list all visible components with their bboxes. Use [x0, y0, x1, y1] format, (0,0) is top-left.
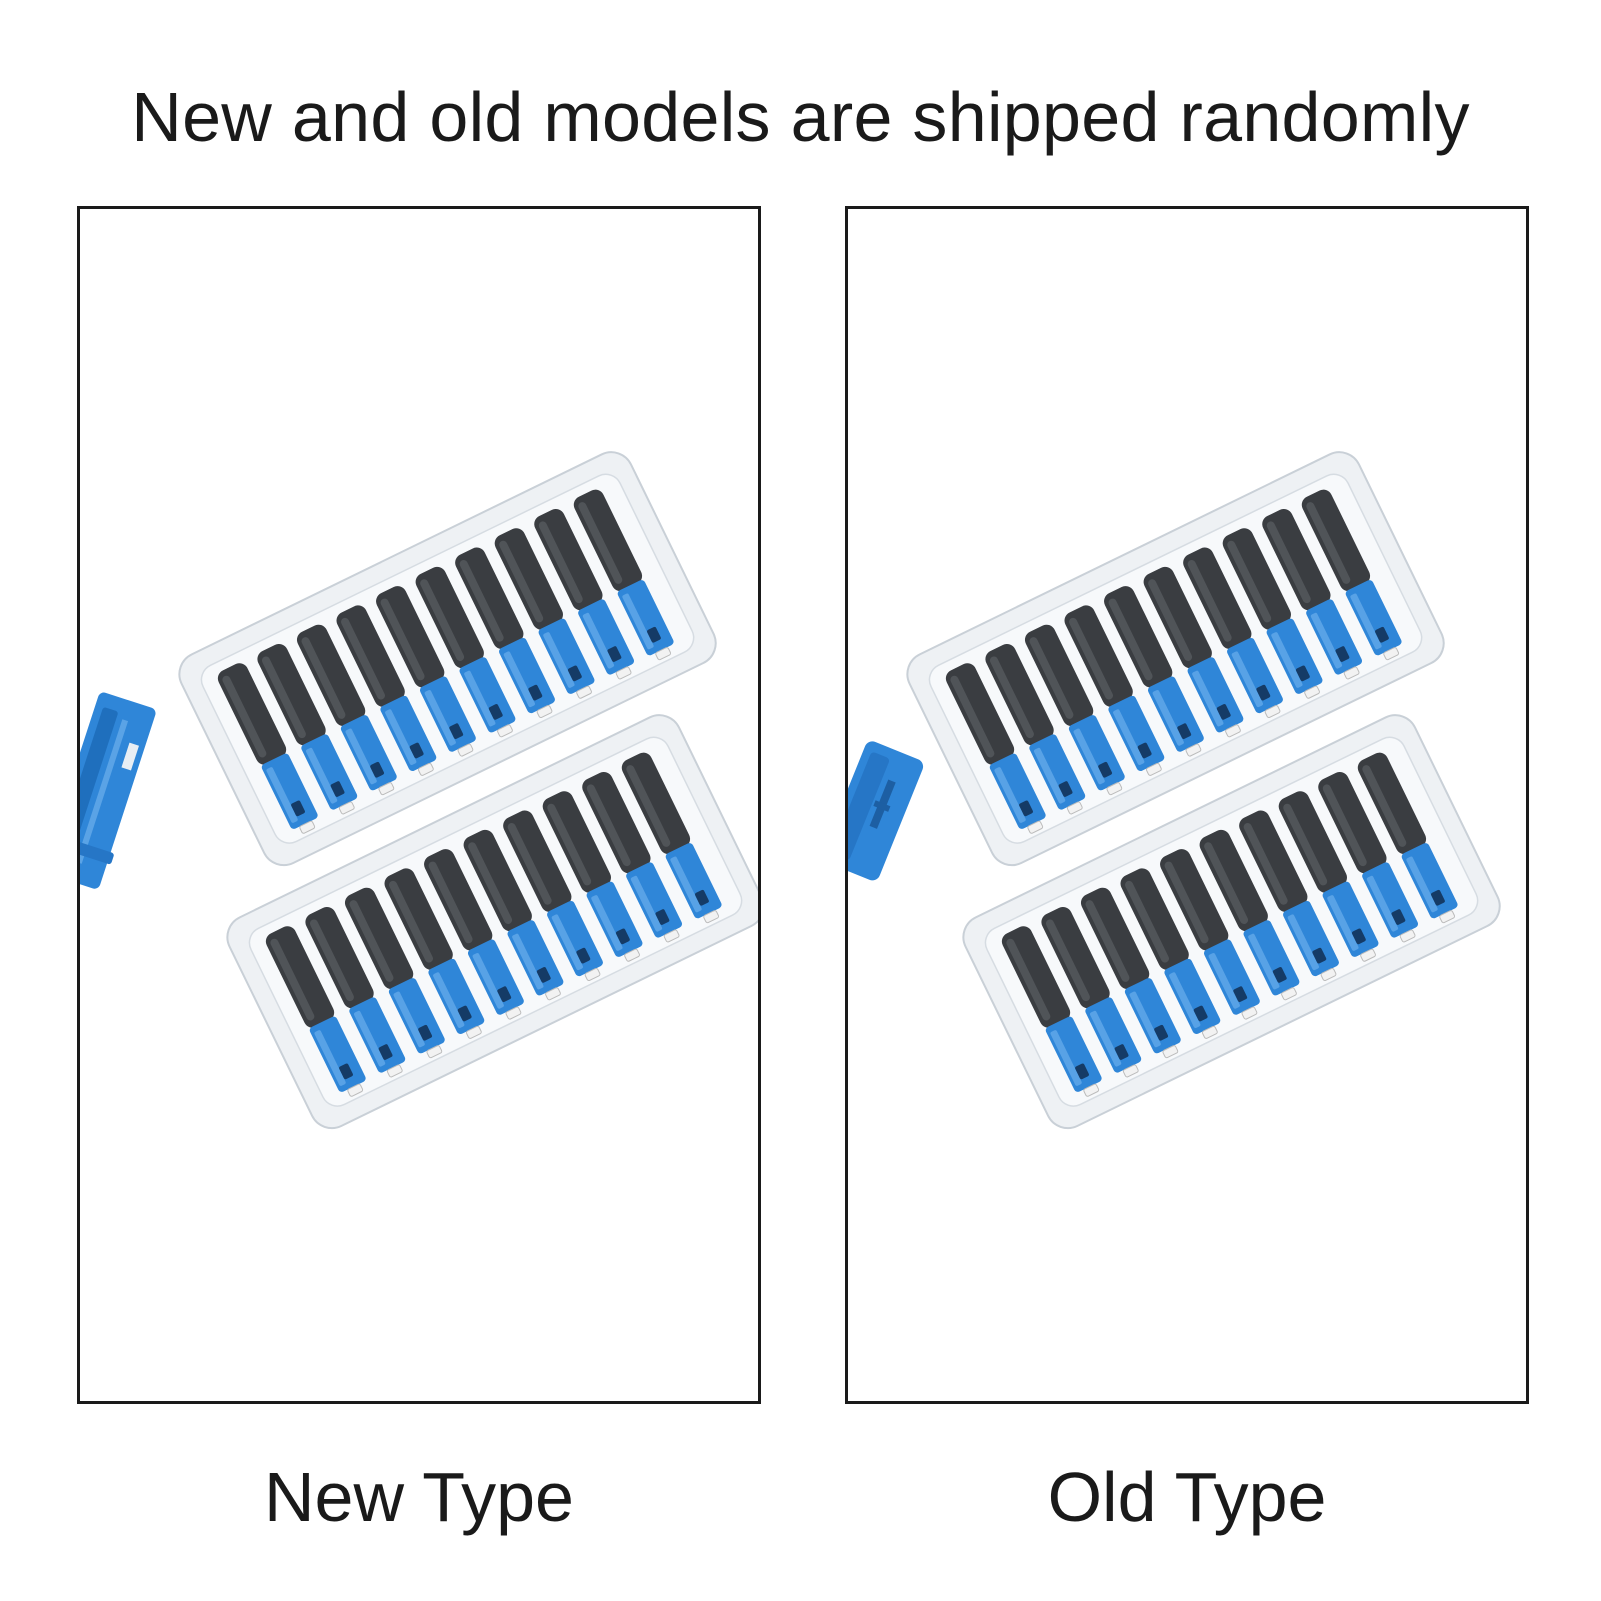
- connector: [415, 566, 516, 738]
- new-type-upper-tray: [178, 451, 717, 867]
- old-type-upper-tray: [906, 451, 1445, 867]
- connector: [376, 586, 476, 757]
- connector: [305, 906, 406, 1078]
- connector: [542, 791, 643, 962]
- new-type-panel: [77, 206, 761, 1404]
- connector: [1001, 926, 1102, 1097]
- connector: [296, 624, 397, 796]
- new-type-lower-tray: [226, 714, 758, 1130]
- headline: New and old models are shipped randomly: [131, 78, 1470, 156]
- connector: [985, 643, 1086, 815]
- connector: [1262, 508, 1362, 680]
- new-type-product-photo: [80, 451, 758, 1130]
- short-blue-assembly-tool: [848, 741, 924, 881]
- connector: [582, 771, 682, 943]
- connector: [1318, 771, 1418, 943]
- connector: [1160, 849, 1260, 1020]
- connector: [1120, 868, 1221, 1039]
- connector: [217, 663, 318, 834]
- connector: [1024, 624, 1125, 796]
- connector: [945, 663, 1046, 834]
- long-blue-assembly-tool: [80, 692, 156, 889]
- connector: [463, 829, 564, 1001]
- connector: [494, 528, 595, 699]
- connector: [534, 508, 634, 680]
- connector: [257, 643, 358, 815]
- connector: [1199, 829, 1300, 1001]
- connector: [573, 489, 674, 661]
- connector: [1064, 605, 1165, 776]
- connector: [1080, 887, 1181, 1059]
- connector: [1104, 586, 1204, 757]
- connector: [265, 926, 366, 1097]
- old-type-panel: [845, 206, 1529, 1404]
- connector: [1301, 489, 1402, 661]
- connector: [503, 810, 603, 981]
- connector: [1222, 528, 1323, 699]
- connector: [621, 752, 722, 924]
- old-type-caption: Old Type: [1047, 1458, 1327, 1536]
- old-type-product-photo: [848, 451, 1501, 1130]
- connector: [1183, 547, 1283, 718]
- connector: [384, 868, 485, 1039]
- connector: [1041, 906, 1142, 1078]
- new-type-caption: New Type: [264, 1458, 574, 1536]
- connector: [344, 887, 445, 1059]
- connector: [336, 605, 437, 776]
- connector: [1357, 752, 1458, 924]
- old-type-lower-tray: [962, 714, 1501, 1130]
- connector: [424, 849, 524, 1020]
- connector: [1239, 810, 1339, 981]
- connector: [1278, 791, 1379, 962]
- connector: [455, 547, 555, 718]
- connector: [1143, 566, 1244, 738]
